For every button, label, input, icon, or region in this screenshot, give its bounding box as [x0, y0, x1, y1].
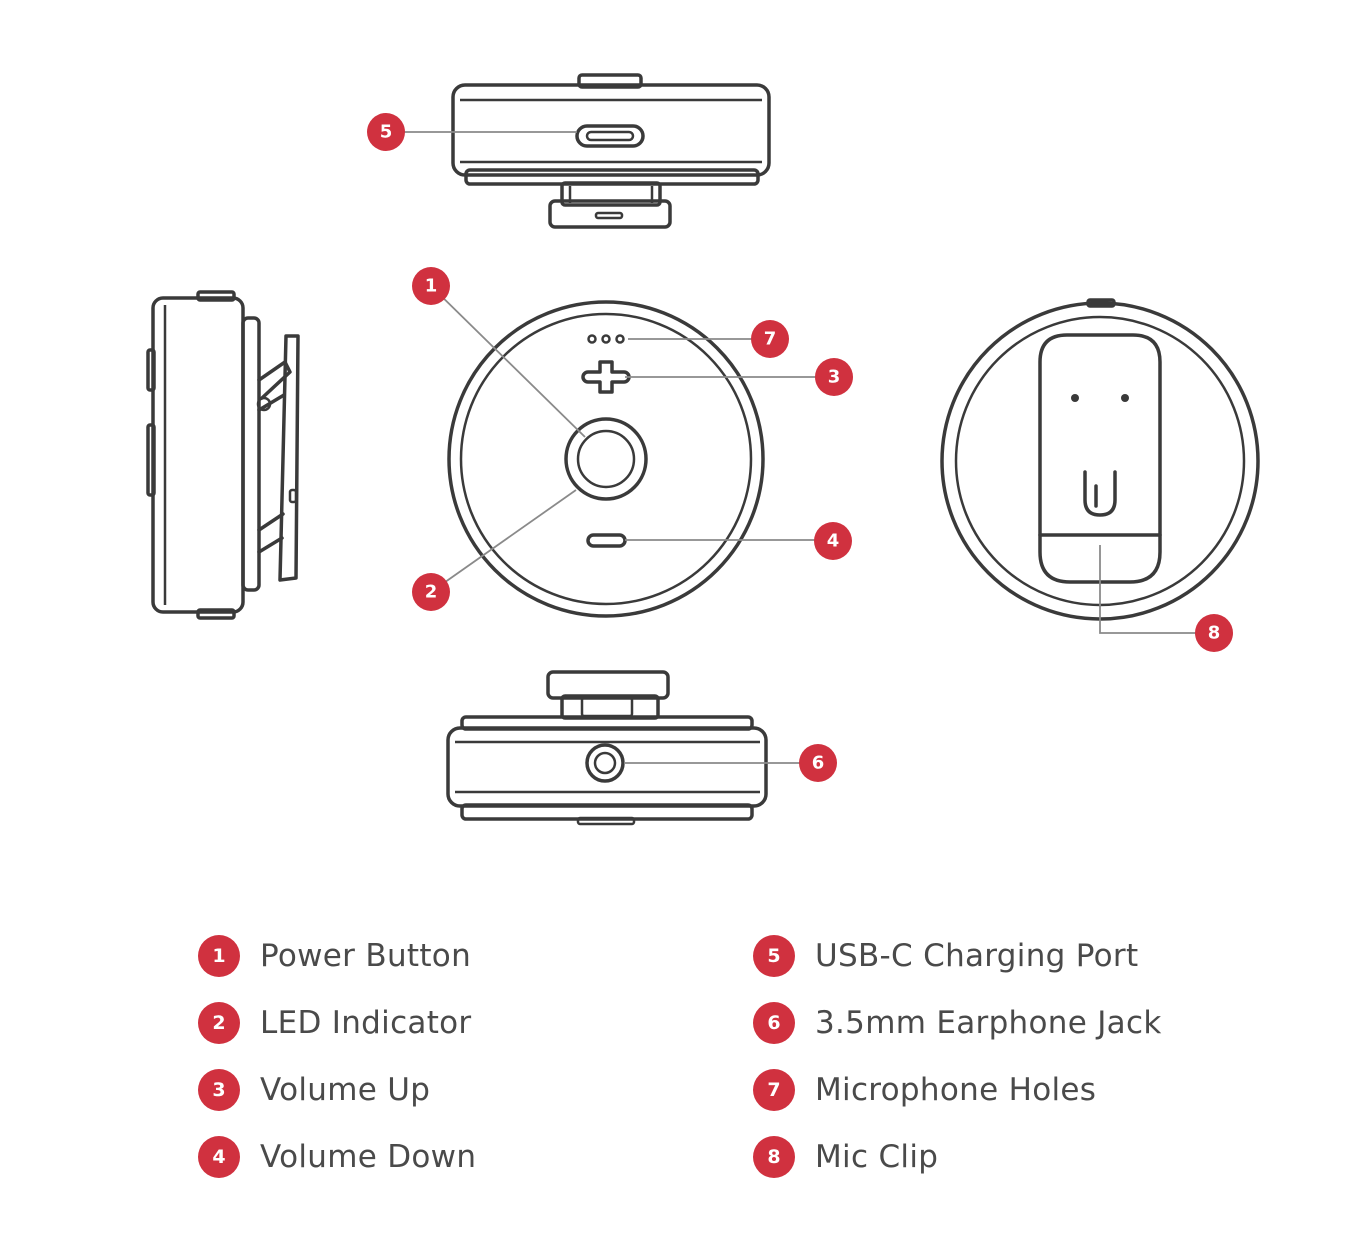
- legend-label: 3.5mm Earphone Jack: [815, 1005, 1162, 1041]
- front-view: [447, 300, 765, 618]
- svg-text:6: 6: [812, 753, 825, 774]
- bottom-view: [446, 670, 768, 826]
- legend-label: Power Button: [260, 938, 472, 974]
- legend-label: Mic Clip: [815, 1139, 939, 1175]
- svg-text:2: 2: [425, 582, 438, 603]
- legend-label: LED Indicator: [260, 1005, 472, 1041]
- legend-badge: 8: [753, 1136, 795, 1178]
- legend-item-microphone-holes: 7 Microphone Holes: [753, 1068, 1096, 1112]
- svg-text:1: 1: [425, 276, 438, 297]
- legend: 1 Power Button 2 LED Indicator 3 Volume …: [0, 925, 1349, 1195]
- side-view: [146, 290, 300, 620]
- svg-text:3: 3: [828, 367, 841, 388]
- top-view: [451, 73, 771, 229]
- legend-badge: 2: [198, 1002, 240, 1044]
- legend-label: USB-C Charging Port: [815, 938, 1139, 974]
- legend-item-power-button: 1 Power Button: [198, 934, 471, 978]
- callout-badge-4: 4: [814, 522, 852, 560]
- leader-lines: [386, 131, 1214, 764]
- legend-item-led-indicator: 2 LED Indicator: [198, 1001, 471, 1045]
- legend-label: Microphone Holes: [815, 1072, 1097, 1108]
- legend-badge: 5: [753, 935, 795, 977]
- callout-badge-1: 1: [412, 267, 450, 305]
- svg-text:4: 4: [827, 531, 840, 552]
- legend-badge: 4: [198, 1136, 240, 1178]
- legend-badge: 6: [753, 1002, 795, 1044]
- legend-item-mic-clip: 8 Mic Clip: [753, 1135, 938, 1179]
- callout-badge-5: 5: [367, 113, 405, 151]
- svg-text:5: 5: [380, 122, 393, 143]
- legend-item-usb-c-port: 5 USB-C Charging Port: [753, 934, 1138, 978]
- legend-item-volume-up: 3 Volume Up: [198, 1068, 430, 1112]
- legend-label: Volume Down: [260, 1139, 477, 1175]
- callout-badge-3: 3: [815, 358, 853, 396]
- legend-label: Volume Up: [260, 1072, 431, 1108]
- callout-badge-8: 8: [1195, 614, 1233, 652]
- callout-badge-2: 2: [412, 573, 450, 611]
- legend-badge: 1: [198, 935, 240, 977]
- callout-badge-6: 6: [799, 744, 837, 782]
- legend-item-volume-down: 4 Volume Down: [198, 1135, 476, 1179]
- legend-item-earphone-jack: 6 3.5mm Earphone Jack: [753, 1001, 1162, 1045]
- callout-badge-7: 7: [751, 320, 789, 358]
- legend-badge: 7: [753, 1069, 795, 1111]
- device-diagram: 1 2 3 4 5 6 7 8: [146, 73, 1260, 826]
- svg-text:8: 8: [1208, 623, 1221, 644]
- svg-text:7: 7: [764, 329, 777, 350]
- legend-badge: 3: [198, 1069, 240, 1111]
